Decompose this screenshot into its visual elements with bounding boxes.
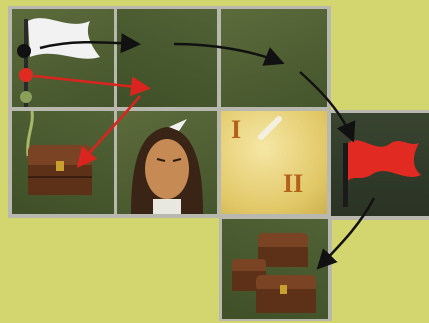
puzzle-board: I II <box>0 0 429 323</box>
path-arrow-icon <box>0 0 429 323</box>
